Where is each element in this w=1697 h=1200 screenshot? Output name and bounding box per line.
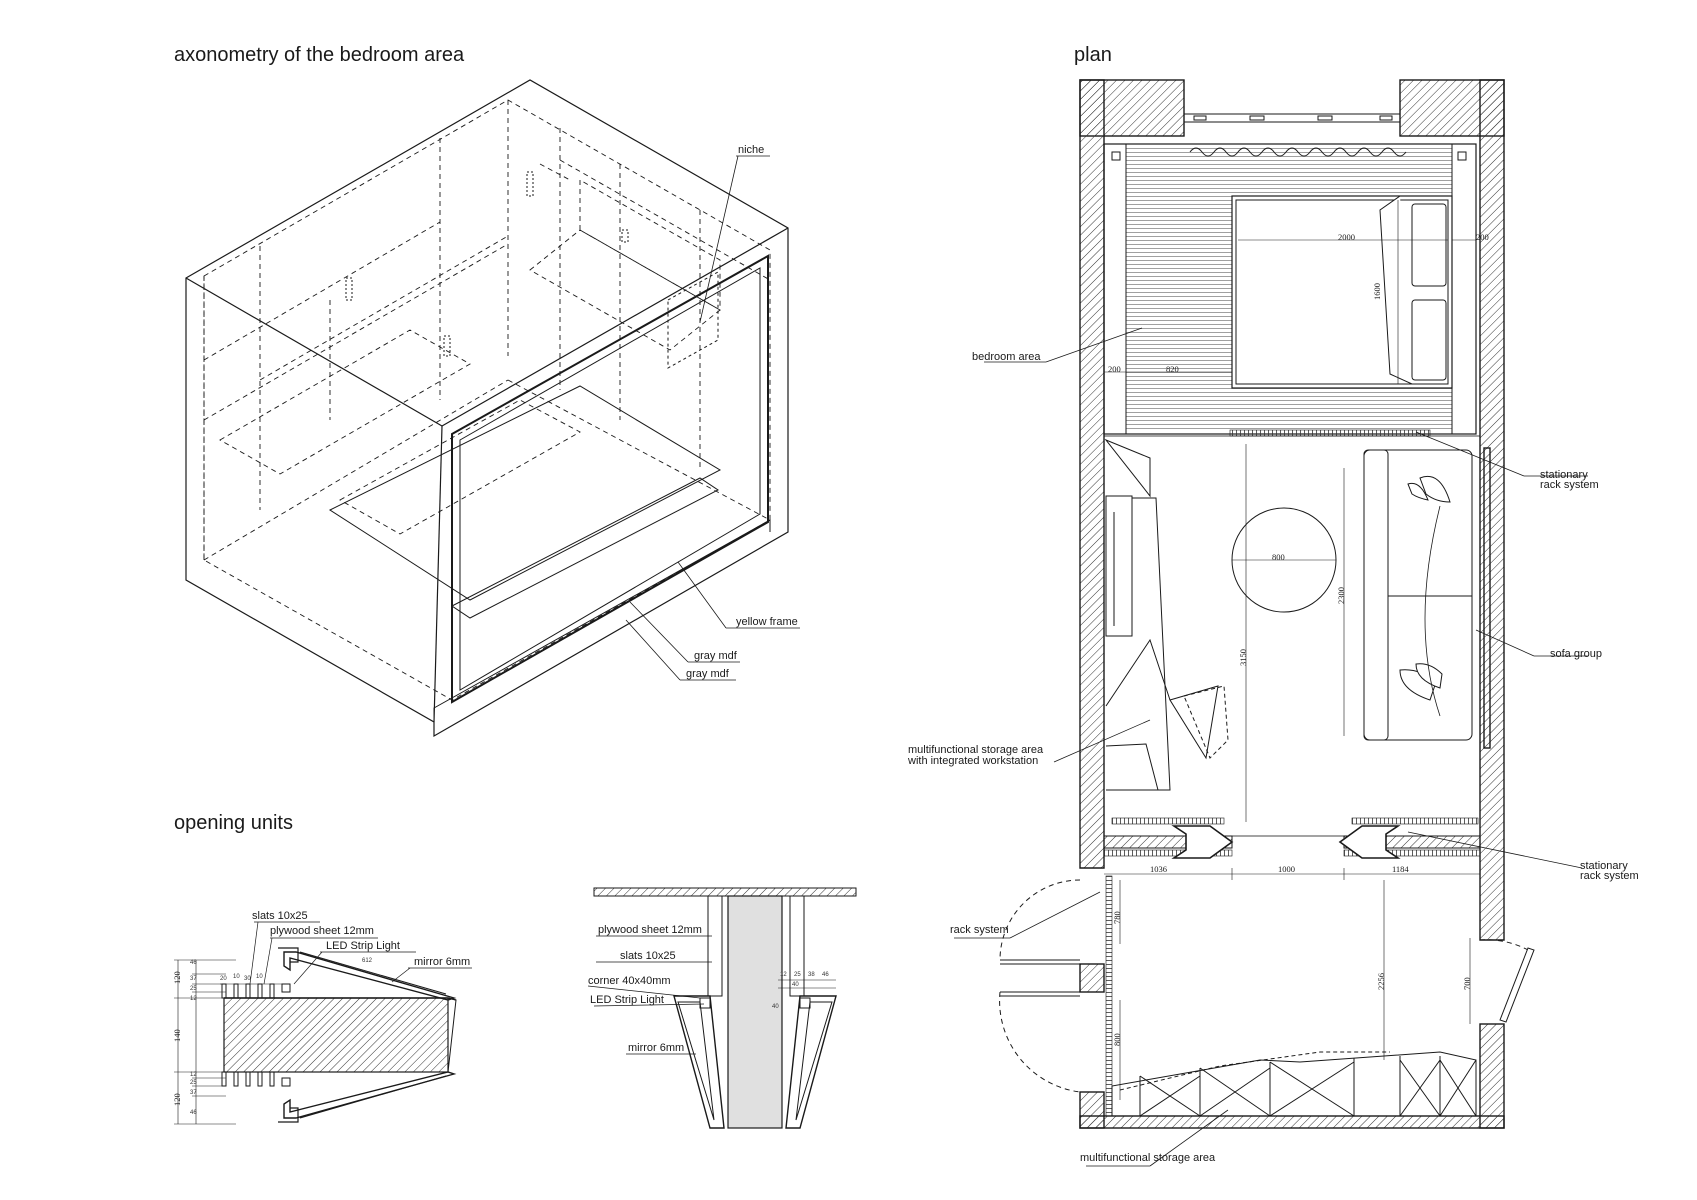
plan-pillow-2 [1411,299,1447,381]
detail-left-dim-30: 30 [244,976,251,982]
plan-door-swing-1 [999,879,1081,961]
axo-light-fixture-4 [443,335,451,357]
detail-left-dim-20: 20 [220,976,227,982]
plan-title: plan [1074,44,1112,66]
detail-right-dim-40a: 40 [792,982,799,988]
plan-dim-sofa: 2300 [1336,587,1346,604]
plan-dim-bed-width: 1600 [1372,283,1382,300]
plan-chair [1169,685,1219,760]
plan-label-stationary-1b: rack system [1540,479,1599,491]
detail-left-label-plywood: plywood sheet 12mm [270,925,374,937]
plan-dim-hall-depth: 2256 [1376,973,1386,990]
opening-units-title: opening units [174,812,293,834]
plan-label-stationary-2a: stationary [1580,860,1628,872]
plan-label-stationary-2b: rack system [1580,870,1639,882]
detail-left-dim-25b: 25 [190,1080,197,1086]
axo-light-fixture-3 [621,229,629,243]
axo-label-yellow-frame: yellow frame [736,616,798,628]
plan-window [1184,113,1400,123]
detail-left-dim-12b: 12 [190,1072,197,1078]
detail-right-ceiling [593,887,857,897]
detail-left-dim-10a: 10 [233,974,240,980]
plan-dim-opening-left: 1036 [1150,864,1167,874]
plan-curtain [1189,147,1407,157]
plan-label-stationary-1a: stationary [1540,469,1588,481]
detail-right-left-mirror [673,995,725,1129]
axo-outer-box [185,79,789,738]
detail-left-core [223,997,449,1073]
detail-left-dim-120a: 120 [172,971,182,984]
plan-label-storage-workstation-a: multifunctional storage area [908,744,1044,756]
axo-label-gray-mdf-2: gray mdf [686,668,729,680]
detail-left-dim-120b: 120 [172,1093,182,1106]
detail-left-dim-46a: 46 [190,960,197,966]
plan-door-swing-3 [1479,939,1529,951]
detail-right-label-corner: corner 40x40mm [588,975,671,987]
detail-left-dim-10b: 10 [256,974,263,980]
detail-left-dim-37b: 37 [190,1090,197,1096]
detail-right-dim-38: 38 [808,972,815,978]
detail-right-label-slats: slats 10x25 [620,950,676,962]
plan-door-swing-2 [999,991,1081,1093]
detail-right-label-plywood: plywood sheet 12mm [598,924,702,936]
plan-dim-hall-bottom: 800 [1112,1033,1122,1046]
axo-niche [667,271,719,369]
axo-light-fixture-2 [526,171,534,197]
detail-right-dim-40b: 40 [772,1004,779,1010]
axo-light-fixture-1 [345,277,353,301]
axo-bed-platform [451,477,719,619]
plan-label-sofa-group: sofa group [1550,648,1602,660]
plan-label-bedroom-area: bedroom area [972,351,1041,363]
detail-right-dim-12: 12 [780,972,787,978]
axonometry-title: axonometry of the bedroom area [174,44,465,66]
plan-arrow-left [1171,825,1234,859]
plan-dim-left-gap: 200 [1108,364,1121,374]
plan-pillow-1 [1411,203,1447,287]
detail-right-corner-right [799,997,811,1009]
detail-left-dim-25a: 25 [190,986,197,992]
detail-right-label-mirror: mirror 6mm [628,1042,685,1054]
axo-label-niche: niche [738,144,765,156]
plan-workstation [1104,438,1229,791]
detail-left-dim-612: 612 [362,958,373,964]
detail-left-label-mirror: mirror 6mm [414,956,471,968]
detail-left-drawing [174,921,472,1125]
plan-dim-room-depth: 3150 [1238,649,1248,666]
detail-left-dim-12a: 12 [190,996,197,1002]
detail-right-corner-left [699,997,711,1009]
plan-label-storage-workstation-b: with integrated workstation [908,755,1039,767]
detail-right-drawing [587,887,857,1129]
plan-dim-opening-mid: 1000 [1278,864,1295,874]
detail-left-upper-flap [283,951,457,1001]
detail-left-dim-140: 140 [172,1029,182,1042]
plan-dim-bed-length: 2000 [1338,232,1355,242]
plan-sofa [1343,447,1491,749]
plan-storage-cabinets [1111,1051,1477,1117]
plan-dim-table: 800 [1272,552,1285,562]
plan-label-rack-system: rack system [950,924,1009,936]
axonometry-drawing [185,79,800,738]
detail-left-dim-37a: 37 [190,976,197,982]
detail-right-label-led: LED Strip Light [590,994,664,1006]
detail-right-column [727,895,783,1129]
detail-left-label-slats: slats 10x25 [252,910,308,922]
plan-drawing [954,79,1588,1167]
plan-dim-left-walk: 820 [1166,364,1179,374]
plan-arrow-right [1338,825,1401,859]
detail-right-right-mirror [785,995,837,1129]
detail-left-lower-flap [283,1071,457,1119]
axo-label-gray-mdf-1: gray mdf [694,650,737,662]
plan-dim-opening-right: 1184 [1392,864,1409,874]
detail-left-dim-46b: 46 [190,1110,197,1116]
plan-label-storage-area: multifunctional storage area [1080,1152,1216,1164]
detail-right-dim-46: 46 [822,972,829,978]
plan-dim-door: 700 [1462,977,1472,990]
axo-front-frame [451,254,769,704]
detail-left-label-led: LED Strip Light [326,940,400,952]
plan-dim-right-gap: 200 [1476,232,1489,242]
plan-dim-hall-top: 780 [1112,911,1122,924]
detail-right-dim-25: 25 [794,972,801,978]
